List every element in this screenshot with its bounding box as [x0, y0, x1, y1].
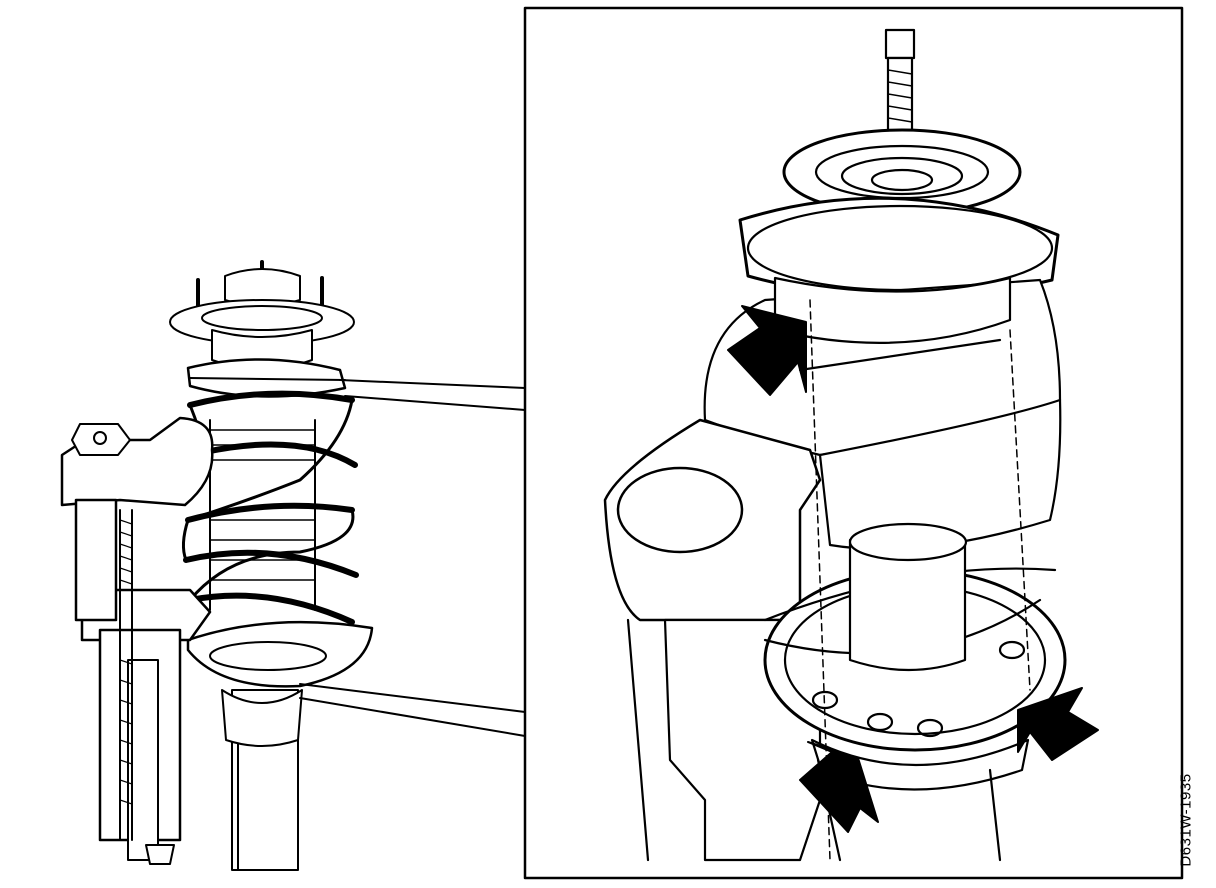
strut-assembly-icon: [60, 260, 526, 871]
reference-code-label: D631W-1935: [1177, 773, 1195, 867]
arrow-lower-middle-icon: [799, 741, 879, 833]
spring-seat-detail-icon: [603, 28, 1067, 862]
arrow-lower-right-icon: [1017, 687, 1099, 761]
detail-frame: [523, 6, 1184, 880]
arrow-upper-left-icon: [727, 305, 807, 396]
callout-arrow-icon: [727, 305, 1099, 833]
